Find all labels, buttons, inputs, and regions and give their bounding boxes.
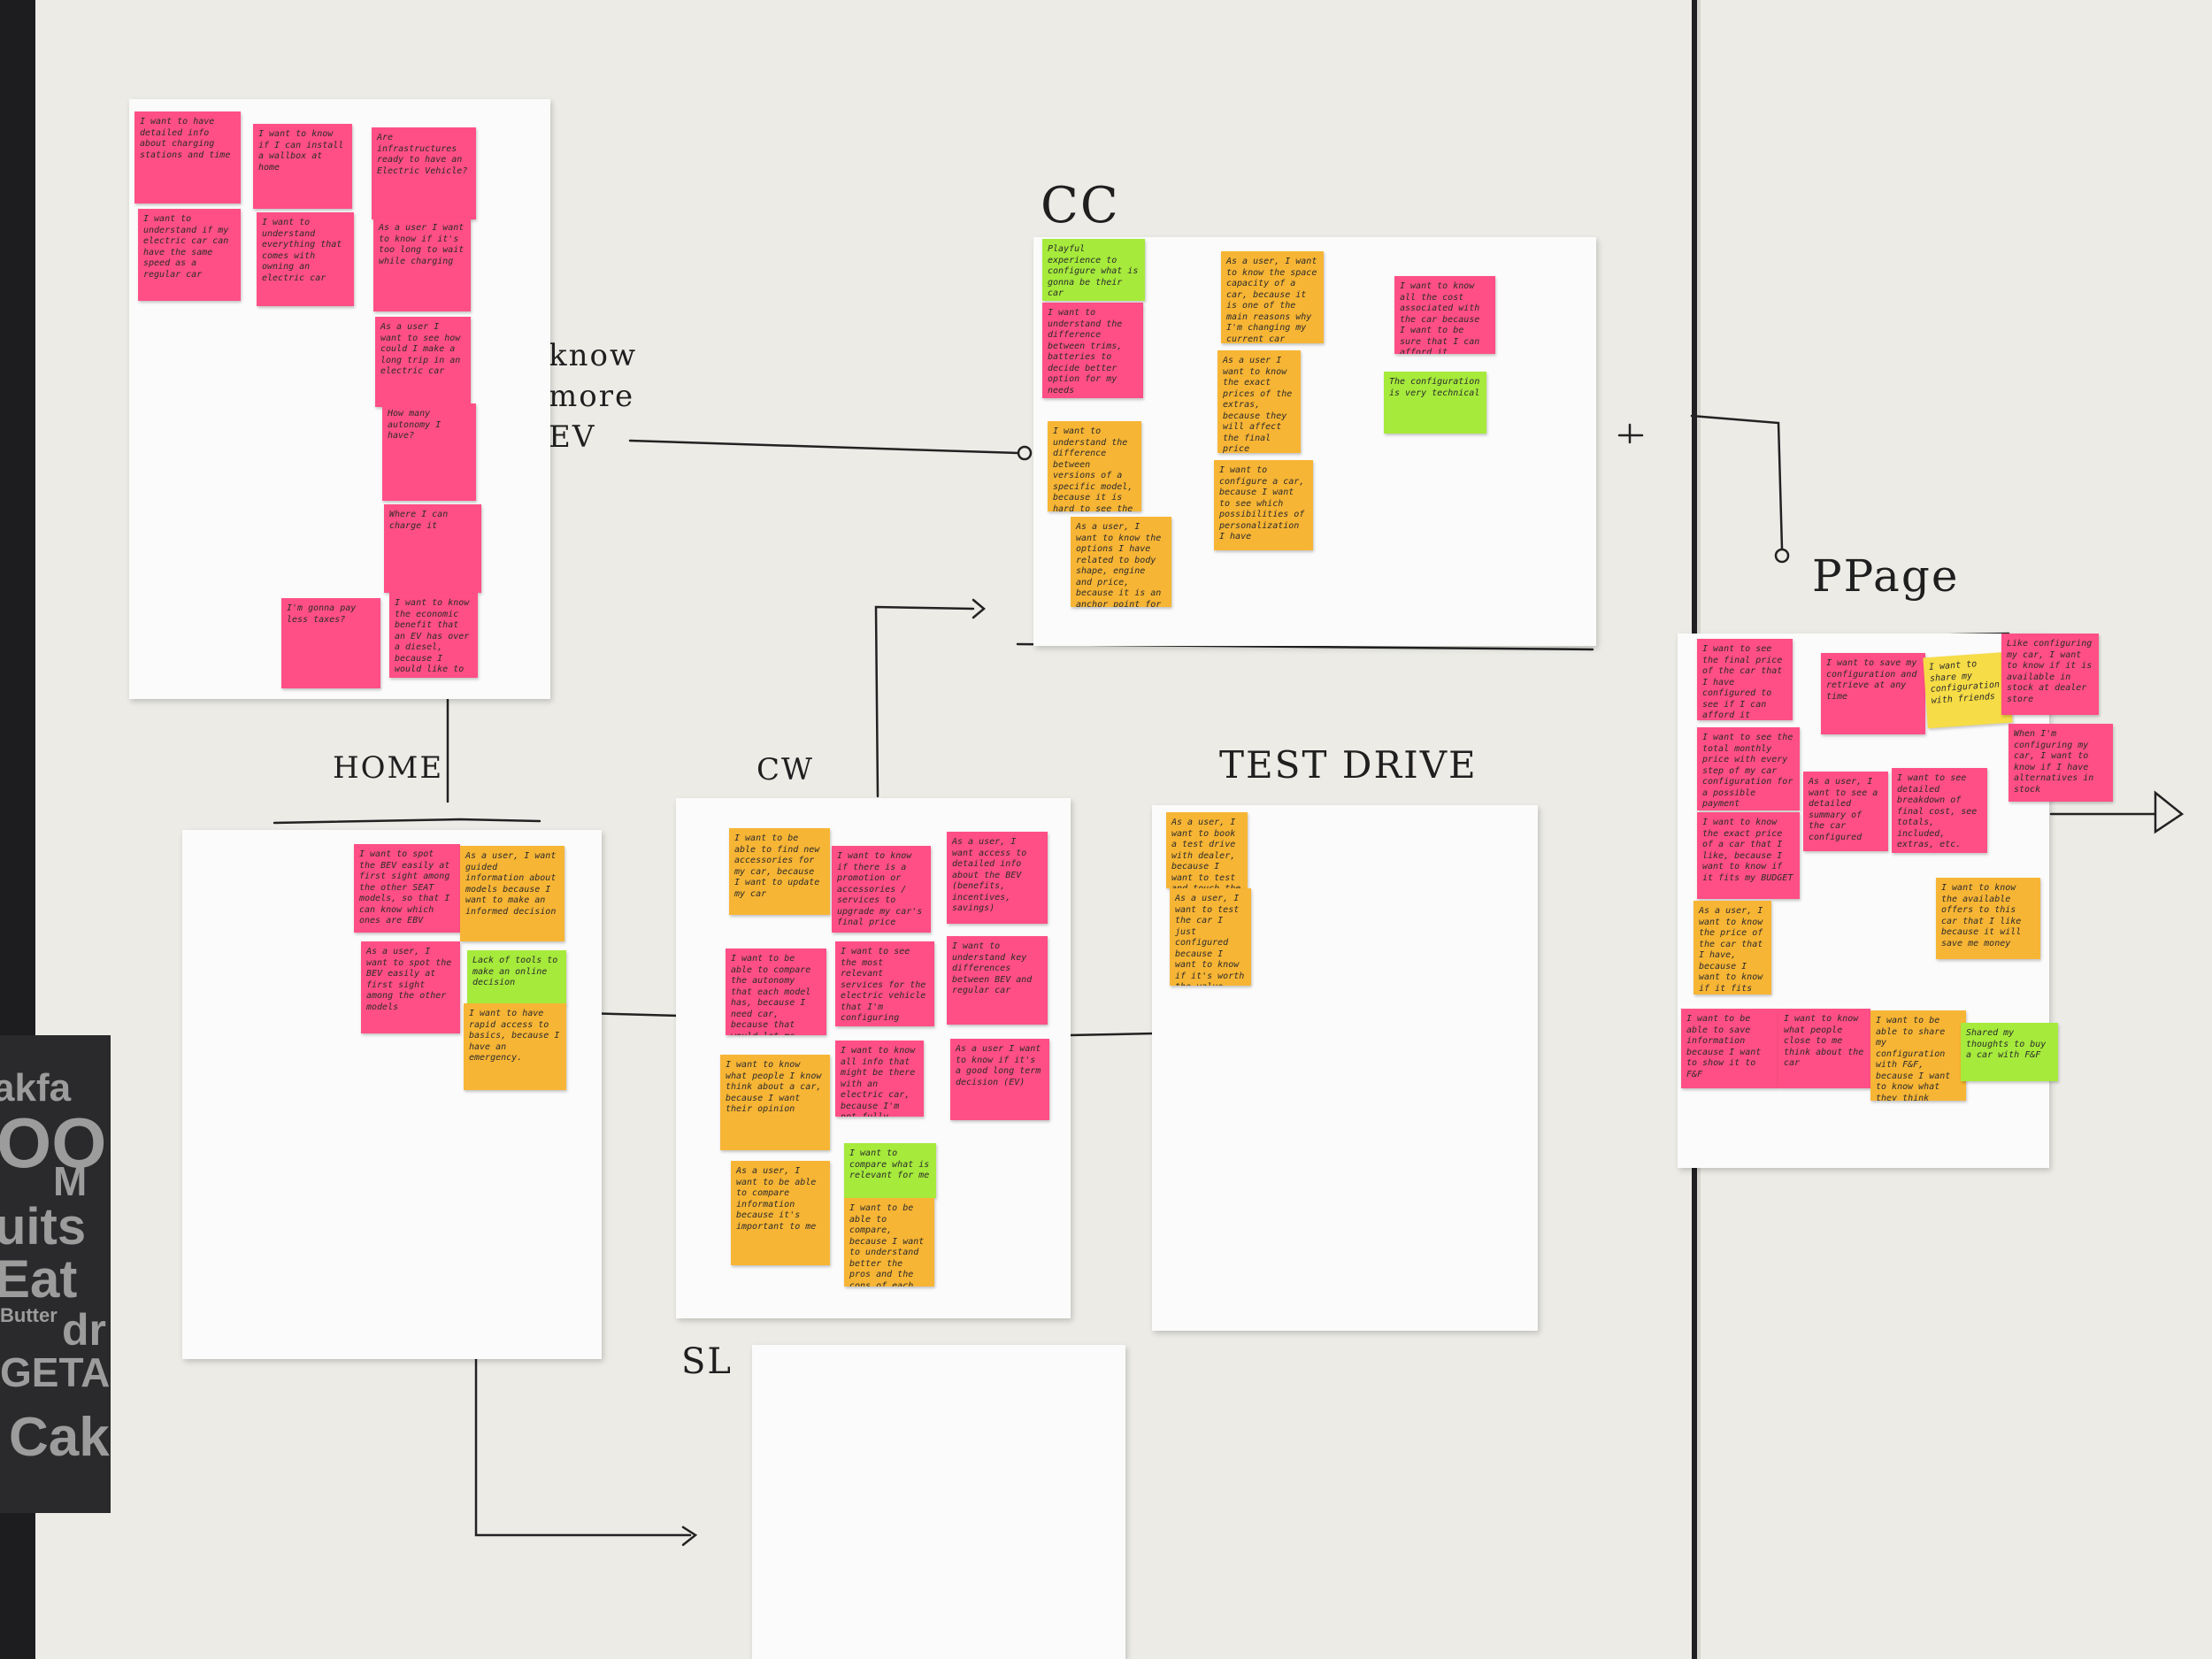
sticky-note: As a user I want to see how could I make… bbox=[375, 317, 471, 407]
sticky-note: Where I can charge it bbox=[384, 504, 481, 593]
sticky-note: I want to understand key differences bet… bbox=[947, 936, 1048, 1025]
sticky-note: As a user, I want to know the options I … bbox=[1071, 517, 1171, 607]
sticky-note: How many autonomy I have? bbox=[382, 403, 476, 501]
poster-word: OO bbox=[0, 1103, 107, 1182]
paper-sl bbox=[752, 1345, 1125, 1659]
sticky-note: I want to have rapid access to basics, b… bbox=[464, 1003, 566, 1090]
sticky-note: I want to see the final price of the car… bbox=[1697, 639, 1793, 720]
sticky-note: I want to know what people I know think … bbox=[720, 1055, 830, 1150]
sticky-note: I want to have detailed info about charg… bbox=[134, 111, 241, 204]
sticky-note: I want to know the available offers to t… bbox=[1936, 878, 2040, 959]
poster-word: M bbox=[53, 1158, 88, 1204]
connector-cw-to-testdrive bbox=[1067, 1032, 1156, 1037]
section-label-test-drive: TEST DRIVE bbox=[1219, 743, 1478, 787]
sticky-note: I want to be able to find new accessorie… bbox=[729, 828, 830, 915]
connector-know-to-cc bbox=[628, 439, 1019, 455]
sticky-note: As a user, I want to test the car I just… bbox=[1170, 888, 1251, 986]
sticky-note: I want to see detailed breakdown of fina… bbox=[1892, 768, 1987, 853]
sticky-note: I want to save my configuration and retr… bbox=[1821, 653, 1925, 734]
sticky-note: I want to know what people close to me t… bbox=[1778, 1009, 1870, 1088]
sticky-note: I want to be able to compare the autonom… bbox=[726, 949, 826, 1035]
sticky-note: Lack of tools to make an online decision bbox=[467, 950, 566, 1005]
sticky-note: When I'm configuring my car, I want to k… bbox=[2008, 724, 2113, 802]
poster-word: akfa bbox=[0, 1066, 72, 1110]
sticky-note: Are infrastructures ready to have an Ele… bbox=[372, 127, 476, 219]
sticky-note: I want to know the exact price of a car … bbox=[1697, 812, 1800, 899]
sticky-note: I want to know if I can install a wallbo… bbox=[253, 124, 352, 209]
sticky-note: As a user, I want to book a test drive w… bbox=[1166, 812, 1248, 888]
sticky-note: The configuration is very technical bbox=[1384, 372, 1486, 434]
connector-cw-to-cc bbox=[874, 605, 975, 798]
sticky-note: I want to be able to share my configurat… bbox=[1870, 1010, 1966, 1101]
sticky-note: I want to know all info that might be th… bbox=[835, 1041, 924, 1117]
sticky-note: As a user, I want to be able to compare … bbox=[731, 1161, 830, 1265]
sticky-note: As a user, I want to spot the BEV easily… bbox=[361, 941, 460, 1033]
sticky-note: I want to understand the difference betw… bbox=[1048, 421, 1141, 511]
sticky-note: I want to spot the BEV easily at first s… bbox=[354, 844, 460, 933]
sticky-note: I want to understand everything that com… bbox=[257, 212, 354, 306]
sticky-note: As a user, I want to know the space capa… bbox=[1221, 251, 1324, 343]
sticky-note: As a user I want to know if it's a good … bbox=[950, 1039, 1049, 1120]
section-label-ppage: PPage bbox=[1812, 550, 1960, 602]
poster-word: dr bbox=[62, 1305, 106, 1355]
poster-word: Cak bbox=[9, 1407, 110, 1468]
poster-word: uits bbox=[0, 1198, 87, 1256]
sticky-note: I want to understand if my electric car … bbox=[138, 209, 241, 301]
sticky-note: As a user, I want to see a detailed summ… bbox=[1803, 772, 1888, 851]
sticky-note: I want to know the economic benefit that… bbox=[389, 593, 478, 678]
section-label-cw: CW bbox=[757, 752, 814, 787]
section-label-home: HOME bbox=[333, 750, 444, 786]
poster-word: Eat bbox=[0, 1249, 78, 1309]
section-label-sl: SL bbox=[681, 1341, 733, 1382]
sticky-note: I want to share my configuration with fr… bbox=[1923, 651, 2013, 729]
background-poster: akfa OO M uits Eat Butter dr GETA Cak bbox=[0, 1035, 111, 1513]
sticky-note: As a user, I want guided information abo… bbox=[460, 846, 565, 941]
section-label-know-more-ev: know more EV bbox=[549, 338, 638, 455]
sticky-note: Like configuring my car, I want to know … bbox=[2001, 634, 2099, 715]
connector-home-to-sl bbox=[474, 1352, 692, 1537]
sticky-note: Playful experience to configure what is … bbox=[1042, 239, 1145, 301]
sticky-note: I want to understand the difference betw… bbox=[1042, 303, 1143, 398]
sticky-note: I want to know all the cost associated w… bbox=[1394, 276, 1495, 354]
sticky-note: Shared my thoughts to buy a car with F&F bbox=[1961, 1023, 2058, 1081]
sticky-note: As a user I want to know the exact price… bbox=[1217, 350, 1301, 453]
sticky-note: I want to be able to compare, because I … bbox=[844, 1198, 934, 1286]
connector-cc-to-ppage bbox=[1617, 423, 1644, 444]
sticky-note: I want to configure a car, because I wan… bbox=[1214, 460, 1313, 550]
sticky-note: I want to be able to save information be… bbox=[1681, 1009, 1778, 1088]
sticky-note: I want to know if there is a promotion o… bbox=[832, 846, 931, 933]
sticky-note: As a user, I want to know the price of t… bbox=[1694, 901, 1771, 995]
sticky-note: As a user, I want access to detailed inf… bbox=[947, 832, 1048, 924]
poster-word: Butter bbox=[0, 1304, 58, 1326]
poster-word: GETA bbox=[0, 1349, 111, 1395]
sticky-note: I want to see the most relevant services… bbox=[835, 941, 934, 1026]
sticky-note: As a user I want to know if it's too lon… bbox=[373, 218, 471, 311]
sticky-note: I'm gonna pay less taxes? bbox=[281, 598, 380, 688]
section-label-cc: CC bbox=[1041, 177, 1120, 234]
sticky-note: I want to compare what is relevant for m… bbox=[844, 1143, 936, 1198]
sticky-note: I want to see the total monthly price wi… bbox=[1697, 727, 1800, 810]
